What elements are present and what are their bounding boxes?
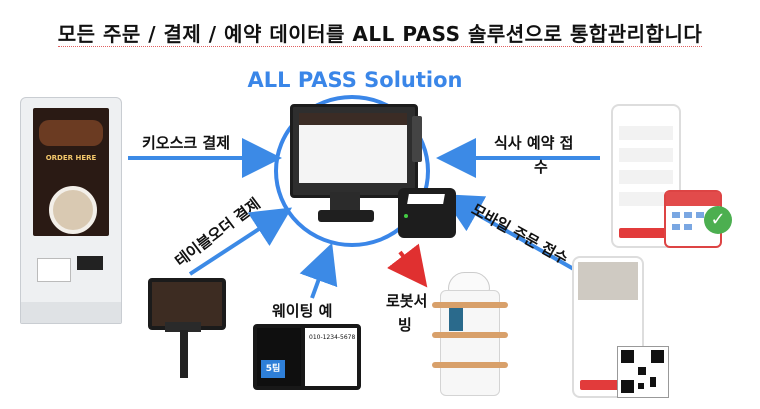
pos-stand bbox=[330, 192, 360, 212]
pos-card-reader bbox=[412, 116, 422, 162]
waiting-number: 5팀 bbox=[261, 360, 285, 378]
kiosk-order-text: ORDER HERE bbox=[45, 154, 97, 162]
robot-tray-2 bbox=[432, 332, 508, 338]
phone-row bbox=[619, 170, 673, 184]
kiosk-card-slot bbox=[37, 258, 71, 282]
phone-order-bar bbox=[580, 380, 636, 390]
calendar-cell bbox=[696, 212, 704, 218]
pos-header-bar bbox=[299, 113, 407, 125]
kiosk-coffee-image bbox=[49, 186, 97, 234]
calendar-header bbox=[666, 192, 720, 206]
phone-confirm-bar bbox=[619, 228, 673, 238]
label-robot-2: 빙 bbox=[398, 316, 412, 334]
label-waiting-1: 웨이팅 예 bbox=[272, 302, 333, 320]
waiting-phone-number: 010-1234-5678 bbox=[309, 334, 356, 341]
qr-module bbox=[650, 377, 656, 387]
calendar-cell bbox=[672, 224, 680, 230]
tablet-mount bbox=[165, 322, 201, 332]
arrow-robot bbox=[387, 243, 428, 288]
pos-foot bbox=[318, 210, 374, 222]
kiosk-food-image bbox=[39, 120, 103, 146]
qr-finder bbox=[651, 350, 664, 363]
solution-title: ALL PASS Solution bbox=[247, 68, 463, 92]
phone-row bbox=[619, 148, 673, 162]
waiting-keypad bbox=[305, 328, 357, 386]
qr-finder bbox=[621, 350, 634, 363]
page-headline: 모든 주문 / 결제 / 예약 데이터를 ALL PASS 솔루션으로 통합관리… bbox=[0, 18, 760, 47]
waiting-device: 5팀 010-1234-5678 bbox=[253, 324, 361, 390]
robot-tray-1 bbox=[432, 302, 508, 308]
kiosk-reader bbox=[77, 256, 103, 270]
label-dining-2: 수 bbox=[534, 158, 548, 176]
label-robot-1: 로봇서 bbox=[386, 292, 428, 310]
arrow-mobile-order bbox=[441, 194, 587, 278]
pos-terminal-screen bbox=[290, 104, 418, 198]
arrow-table-order bbox=[188, 207, 293, 276]
kiosk-image: ORDER HERE bbox=[20, 97, 122, 324]
phone-row bbox=[619, 192, 673, 206]
calendar-cell bbox=[684, 224, 692, 230]
kiosk-base bbox=[21, 302, 121, 323]
label-kiosk: 키오스크 결제 bbox=[142, 134, 231, 152]
robot-head bbox=[448, 272, 490, 292]
check-icon: ✓ bbox=[704, 206, 732, 234]
robot-tray-3 bbox=[432, 362, 508, 368]
calendar-cell bbox=[684, 212, 692, 218]
qr-code-icon bbox=[617, 346, 669, 398]
phone-row bbox=[619, 126, 673, 140]
table-order-tablet bbox=[148, 278, 226, 330]
tablet-pole bbox=[180, 330, 188, 378]
printer-led bbox=[404, 214, 408, 218]
arrow-waiting bbox=[299, 242, 338, 299]
phone-food-image bbox=[578, 262, 638, 300]
calendar-cell bbox=[672, 212, 680, 218]
robot-screen bbox=[449, 307, 463, 331]
qr-module bbox=[638, 383, 644, 389]
printer-paper bbox=[407, 194, 445, 204]
tablet-screen bbox=[152, 282, 222, 326]
label-dining-1: 식사 예약 접 bbox=[494, 134, 574, 152]
receipt-printer bbox=[398, 188, 456, 238]
headline-text: 모든 주문 / 결제 / 예약 데이터를 ALL PASS 솔루션으로 통합관리… bbox=[57, 22, 703, 47]
qr-module bbox=[638, 367, 646, 375]
qr-finder bbox=[621, 380, 634, 393]
